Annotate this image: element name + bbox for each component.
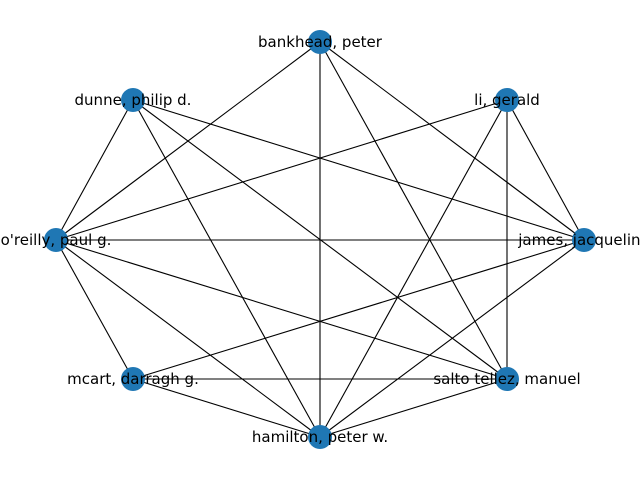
node-label-dunne: dunne, philip d.	[75, 91, 192, 109]
node-mcart	[121, 367, 145, 391]
node-label-salto: salto tellez, manuel	[433, 370, 580, 388]
node-oreilly	[44, 228, 68, 252]
node-li	[495, 88, 519, 112]
edge-james-mcart	[132, 239, 585, 380]
edge-dunne-hamilton	[132, 99, 321, 438]
edge-bankhead-salto	[319, 41, 508, 380]
node-label-oreilly: o'reilly, paul g.	[1, 231, 112, 249]
node-salto	[495, 367, 519, 391]
edge-mcart-hamilton	[132, 378, 321, 438]
node-label-hamilton: hamilton, peter w.	[252, 428, 388, 446]
edge-oreilly-hamilton	[55, 239, 321, 438]
edge-bankhead-james	[319, 41, 585, 241]
edge-oreilly-salto	[55, 239, 508, 380]
edges-layer	[55, 41, 585, 438]
edge-dunne-james	[132, 99, 585, 241]
edge-oreilly-mcart	[55, 239, 134, 380]
node-dunne	[121, 88, 145, 112]
node-label-mcart: mcart, darragh g.	[67, 370, 199, 388]
nodes-layer	[44, 30, 596, 449]
node-label-li: li, gerald	[474, 91, 540, 109]
edge-li-james	[506, 99, 585, 241]
node-label-bankhead: bankhead, peter	[258, 33, 383, 51]
node-james	[572, 228, 596, 252]
node-bankhead	[308, 30, 332, 54]
edge-li-hamilton	[319, 99, 508, 438]
node-label-james: james, jacqueline	[517, 231, 640, 249]
labels-layer: bankhead, peter li, gerald james, jacqueli…	[1, 33, 640, 446]
edge-dunne-oreilly	[55, 99, 134, 241]
node-hamilton	[308, 425, 332, 449]
edge-james-hamilton	[319, 239, 585, 438]
edge-li-oreilly	[55, 99, 508, 241]
edge-hamilton-salto	[319, 378, 508, 438]
